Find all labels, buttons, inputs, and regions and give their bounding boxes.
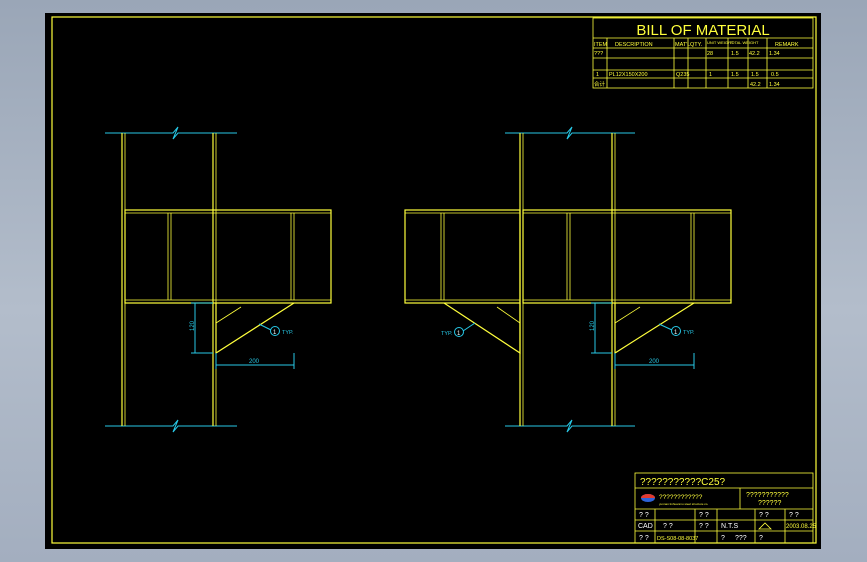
detail-left: 120 200 1 TYP. — [105, 126, 332, 433]
bom-row-remark: 0.5 — [771, 72, 779, 78]
dim-horizontal-left-text: 200 — [249, 359, 260, 365]
dim-horizontal-left — [215, 353, 295, 369]
tb-r1c6: ? ? — [789, 512, 799, 519]
title-block: ???????????C25? ???????????? yunnan tinh… — [634, 472, 817, 544]
weld-tag-right — [671, 326, 681, 336]
bom-top-total: 42.2 — [749, 51, 760, 57]
weld-tag-left-num: 1 — [273, 330, 277, 336]
project-name: ??????????? — [746, 492, 789, 499]
beam-right-right-side — [522, 209, 732, 304]
weld-tag-left — [270, 326, 280, 336]
tb-r3c3: ? — [721, 535, 725, 542]
bom-header-total-weight: TOTAL WEIGHT — [729, 40, 759, 45]
bom-total-label: 合计 — [594, 80, 606, 88]
weld-tag-mid-num: 1 — [457, 331, 461, 337]
tb-r1c3: ? ? — [699, 512, 709, 519]
tb-r2c4: N.T.S — [721, 523, 738, 530]
tb-r2c2: ? ? — [663, 523, 673, 530]
dim-vertical-left-text: 120 — [190, 320, 196, 331]
cad-drawing: BILL OF MATERIAL ITEM DESCRIPTION MAT'L … — [51, 16, 817, 544]
bom-header-remark: REMARK — [775, 42, 799, 48]
tb-r2c6-date: 2003.08.25 — [786, 524, 817, 530]
tb-r2c1: CAD — [638, 523, 653, 530]
bom-row-description: PL12X150X200 — [609, 72, 648, 78]
beam-left — [124, 209, 332, 304]
dim-vertical-right — [591, 302, 612, 354]
tb-r2c3: ? ? — [699, 523, 709, 530]
tb-r3c1: ? ? — [639, 535, 649, 542]
sheet-border — [51, 16, 817, 544]
weld-tag-mid — [454, 327, 464, 337]
bom-frame — [592, 17, 814, 89]
break-line-bottom-left — [105, 419, 237, 433]
tb-r3c5: ? — [759, 535, 763, 542]
detail-right: 120 200 1 TYP. 1 TYP. — [404, 126, 732, 433]
break-line-top-right — [505, 126, 635, 140]
dim-vertical-right-text: 120 — [590, 320, 596, 331]
company-name-cn: ???????????? — [659, 494, 703, 501]
bom-header-material: MAT'L — [675, 42, 690, 48]
bom-title: BILL OF MATERIAL — [636, 22, 769, 39]
beam-right-left-side — [404, 209, 521, 304]
bill-of-material: BILL OF MATERIAL ITEM DESCRIPTION MAT'L … — [592, 17, 814, 89]
bom-row-material: Q235 — [676, 72, 689, 78]
bom-header-item: ITEM — [594, 42, 608, 48]
company-name-en: yunnan tinhuanmu steel structure co. — [659, 502, 708, 506]
dim-horizontal-right — [614, 353, 695, 369]
bom-row-item: 1 — [596, 72, 599, 78]
bom-header-unit-weight: UNIT WEIGHT — [707, 40, 734, 45]
gusset-plate-r-left — [443, 302, 521, 355]
tb-r1c1: ? ? — [639, 512, 649, 519]
weld-tag-right-num: 1 — [674, 330, 678, 336]
bom-row-unit: 1.5 — [731, 72, 739, 78]
company-logo — [641, 494, 655, 502]
title-block-frame — [634, 472, 814, 544]
gusset-plate-r-right — [614, 302, 695, 355]
bom-row-qty: 1 — [709, 72, 712, 78]
dim-horizontal-right-text: 200 — [649, 359, 660, 365]
bom-row-total: 1.5 — [751, 72, 759, 78]
revision-triangle-icon — [758, 522, 772, 530]
bom-header-description: DESCRIPTION — [615, 42, 653, 48]
drawing-sheet: BILL OF MATERIAL ITEM DESCRIPTION MAT'L … — [45, 13, 821, 549]
break-line-top-left — [105, 126, 237, 140]
weld-tag-left-typ: TYP. — [282, 330, 294, 336]
tb-r1c5: ? ? — [759, 512, 769, 519]
drawing-title: ???????????C25? — [640, 477, 726, 488]
bom-top-remark: 1.34 — [769, 51, 780, 57]
bom-subheader: ??? — [594, 51, 603, 57]
tb-r3c4: ??? — [735, 535, 747, 542]
break-line-bottom-right — [505, 419, 635, 433]
weld-tag-mid-typ: TYP. — [441, 331, 453, 337]
weld-tag-right-typ: TYP. — [683, 330, 695, 336]
gusset-plate-left — [215, 302, 295, 355]
bom-top-unit: 1.5 — [731, 51, 739, 57]
bom-header-qty: QTY. — [690, 42, 703, 48]
bom-top-qty: 28 — [707, 51, 713, 57]
dim-vertical-left — [191, 302, 213, 354]
bom-total-value: 42.2 — [750, 82, 761, 88]
project-name-2: ?????? — [758, 500, 781, 507]
tb-r3c2-drawing-no: DS-S08-08-8037 — [657, 536, 698, 542]
bom-total-remark: 1.34 — [769, 82, 780, 88]
